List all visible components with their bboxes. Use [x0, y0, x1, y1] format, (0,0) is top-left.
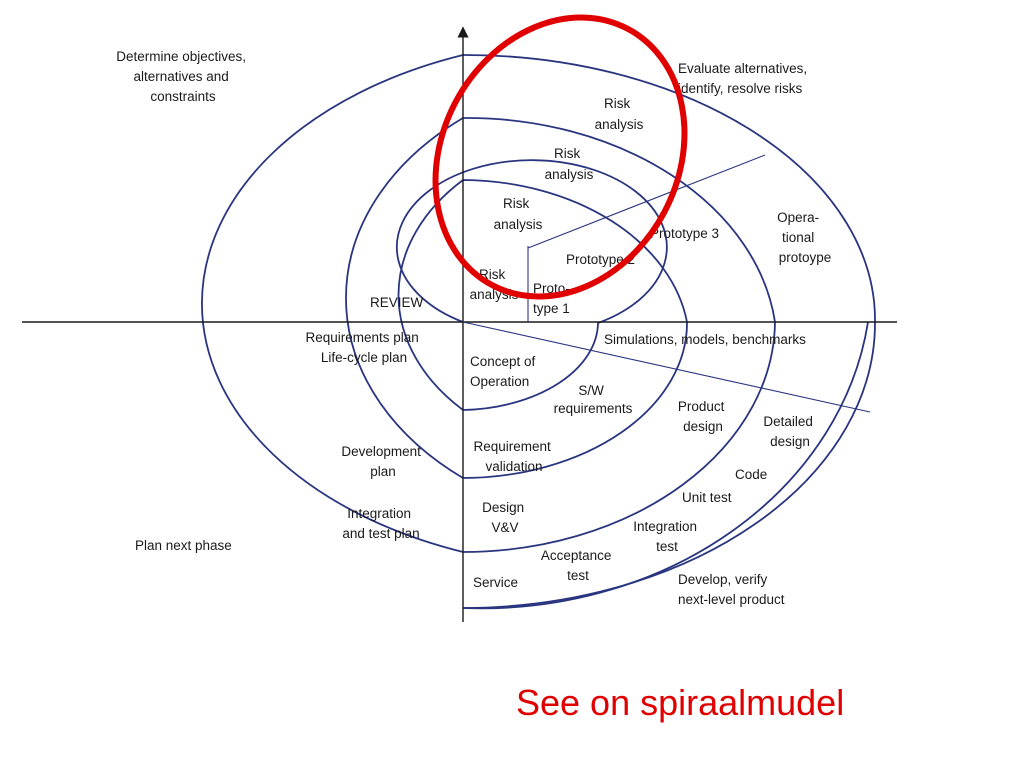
spiral-loop-3 [345, 117, 776, 553]
prototype-stack-line [527, 154, 766, 249]
prototype-2-label: Prototype 2 [566, 252, 635, 267]
code-label: Code [735, 467, 767, 482]
develop-divider-line [462, 321, 871, 413]
review-label: REVIEW [370, 295, 424, 310]
spiral-loop-4 [201, 54, 876, 609]
product-design-label: Product design [678, 399, 728, 434]
risk-analysis-highlight-ellipse [432, 14, 688, 300]
spiral-loop-2 [397, 179, 688, 479]
integration-test-label: Integration test [633, 519, 701, 554]
design-vv-label: Design V&V [482, 500, 528, 535]
prototype-3-label: Prototype 3 [650, 226, 719, 241]
requirements-lifecycle-plan-label: Requirements plan Life-cycle plan [305, 330, 422, 365]
integration-test-plan-label: Integration and test plan [342, 506, 419, 541]
service-label: Service [473, 575, 518, 590]
detailed-design-label: Detailed design [763, 414, 816, 449]
slide-caption: See on spiraalmudel [516, 682, 845, 723]
acceptance-test-label: Acceptance test [541, 548, 615, 583]
operational-prototype-label: Opera- tional protoype [777, 210, 831, 265]
quadrant-label-bottom-right: Develop, verify next-level product [678, 572, 785, 607]
unit-test-label: Unit test [682, 490, 732, 505]
sw-requirements-label: S/W requirements [554, 383, 633, 416]
concept-of-operation-label: Concept of Operation [470, 354, 539, 389]
quadrant-label-bottom-left: Plan next phase [135, 538, 232, 553]
simulations-label: Simulations, models, benchmarks [604, 332, 806, 347]
spiral-loops [201, 54, 876, 610]
quadrant-label-top-right: Evaluate alternatives, identify, resolve… [678, 61, 811, 96]
development-plan-label: Development plan [341, 444, 424, 479]
spiral-loop-1 [395, 159, 668, 411]
spiral-tail [462, 321, 869, 610]
risk-analysis-label-4: Risk analysis [595, 96, 644, 132]
risk-analysis-label-2: Risk analysis [494, 196, 543, 232]
requirement-validation-label: Requirement validation [473, 439, 554, 474]
quadrant-label-top-left: Determine objectives, alternatives and c… [116, 49, 250, 104]
risk-analysis-label-3: Risk analysis [545, 146, 594, 182]
